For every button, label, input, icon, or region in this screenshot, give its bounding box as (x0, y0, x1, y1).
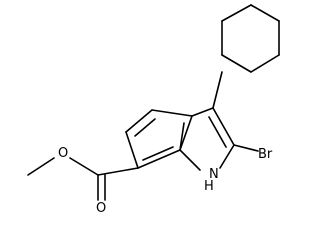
bond (212, 107, 235, 146)
benzene-ring (125, 109, 193, 169)
nitrogen-label: N (209, 167, 219, 182)
bromine-label: Br (258, 147, 273, 162)
bond (221, 4, 252, 22)
bond (125, 131, 139, 169)
bond (250, 4, 280, 22)
bond (221, 54, 252, 73)
nitrogen-h-label: H (204, 179, 214, 194)
molecule-canvas: Br H N O O (27, 4, 280, 216)
double-bond-inner (134, 118, 156, 137)
bond (250, 54, 280, 73)
molecule-structure: Br H N O O (27, 4, 280, 216)
double-bond-inner (208, 116, 227, 148)
bond (97, 167, 139, 176)
methyl-ester-group (27, 157, 139, 201)
bromine-bond (233, 144, 259, 152)
pyrrole-ring (179, 107, 235, 171)
bond (219, 144, 235, 169)
double-bond-inner (142, 146, 174, 161)
methyl-bond (27, 157, 55, 176)
bond (137, 149, 181, 169)
ester-oxygen-bond (69, 157, 99, 176)
bond (179, 115, 193, 151)
bond (151, 109, 193, 117)
cyclohexyl-attachment-bond (212, 71, 223, 109)
carbonyl-oxygen-label: O (96, 201, 106, 216)
bond (191, 107, 214, 117)
double-bond-inner (179, 122, 185, 151)
bond (179, 149, 201, 171)
cyclohexyl-ring (221, 4, 280, 73)
bond (125, 109, 153, 133)
ester-oxygen-label: O (58, 146, 68, 161)
